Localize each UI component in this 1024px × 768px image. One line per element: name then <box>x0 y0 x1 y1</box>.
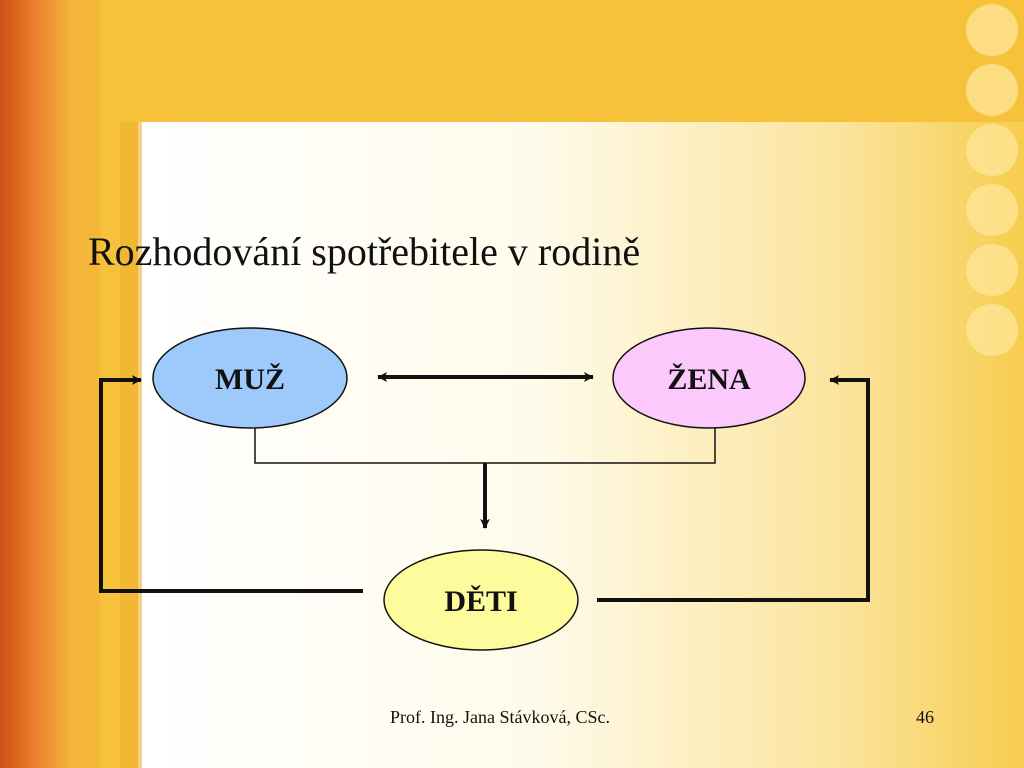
node-muz-label: MUŽ <box>215 363 285 396</box>
node-zena-ellipse <box>612 327 806 429</box>
node-zena: ŽENA <box>612 327 806 429</box>
slide-title: Rozhodování spotřebitele v rodině <box>88 229 641 274</box>
node-zena-label: ŽENA <box>667 363 751 396</box>
node-deti-label: DĚTI <box>444 585 517 618</box>
feedback-arrow-right <box>597 375 870 602</box>
decorative-circles <box>966 4 1018 356</box>
footer-author: Prof. Ing. Jana Stávková, CSc. <box>390 707 610 727</box>
page-number: 46 <box>916 707 934 727</box>
node-deti: DĚTI <box>383 549 579 651</box>
content-panel <box>138 122 1024 768</box>
merge-connector <box>254 428 716 464</box>
node-muz: MUŽ <box>152 327 348 429</box>
feedback-arrow-left <box>99 375 363 593</box>
node-deti-ellipse <box>383 549 579 651</box>
node-muz-ellipse <box>152 327 348 429</box>
